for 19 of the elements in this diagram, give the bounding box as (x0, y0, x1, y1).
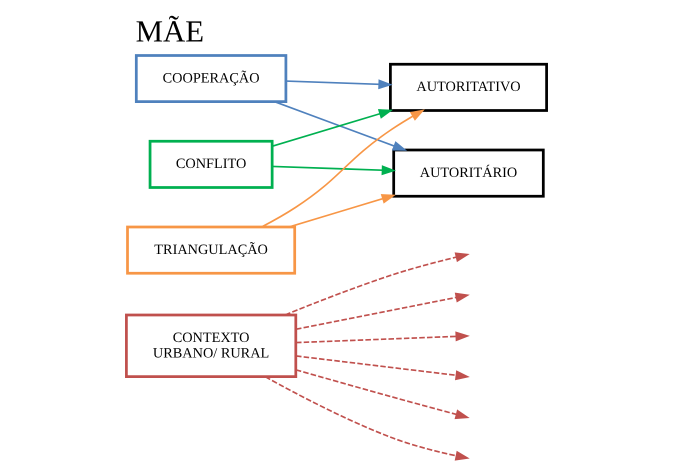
arrow (261, 109, 425, 228)
arrow (296, 355, 470, 380)
node-box: CONFLITO (148, 140, 274, 189)
arrow (296, 331, 470, 344)
node-box: AUTORITATIVO (389, 62, 548, 112)
node-box: COOPERAÇÃO (134, 54, 288, 104)
arrow (296, 292, 470, 330)
arrow (265, 376, 470, 461)
arrow (284, 252, 470, 316)
arrow (288, 194, 396, 228)
diagram-title: MÃE (136, 14, 204, 49)
arrow (272, 165, 396, 176)
node-box: CONTEXTO URBANO/ RURAL (125, 314, 298, 378)
arrow (296, 369, 470, 420)
node-box: AUTORITÁRIO (392, 148, 545, 198)
arrow (272, 109, 394, 147)
arrow (286, 79, 393, 90)
node-box: TRIANGULAÇÃO (126, 226, 296, 275)
arrow (274, 100, 408, 151)
